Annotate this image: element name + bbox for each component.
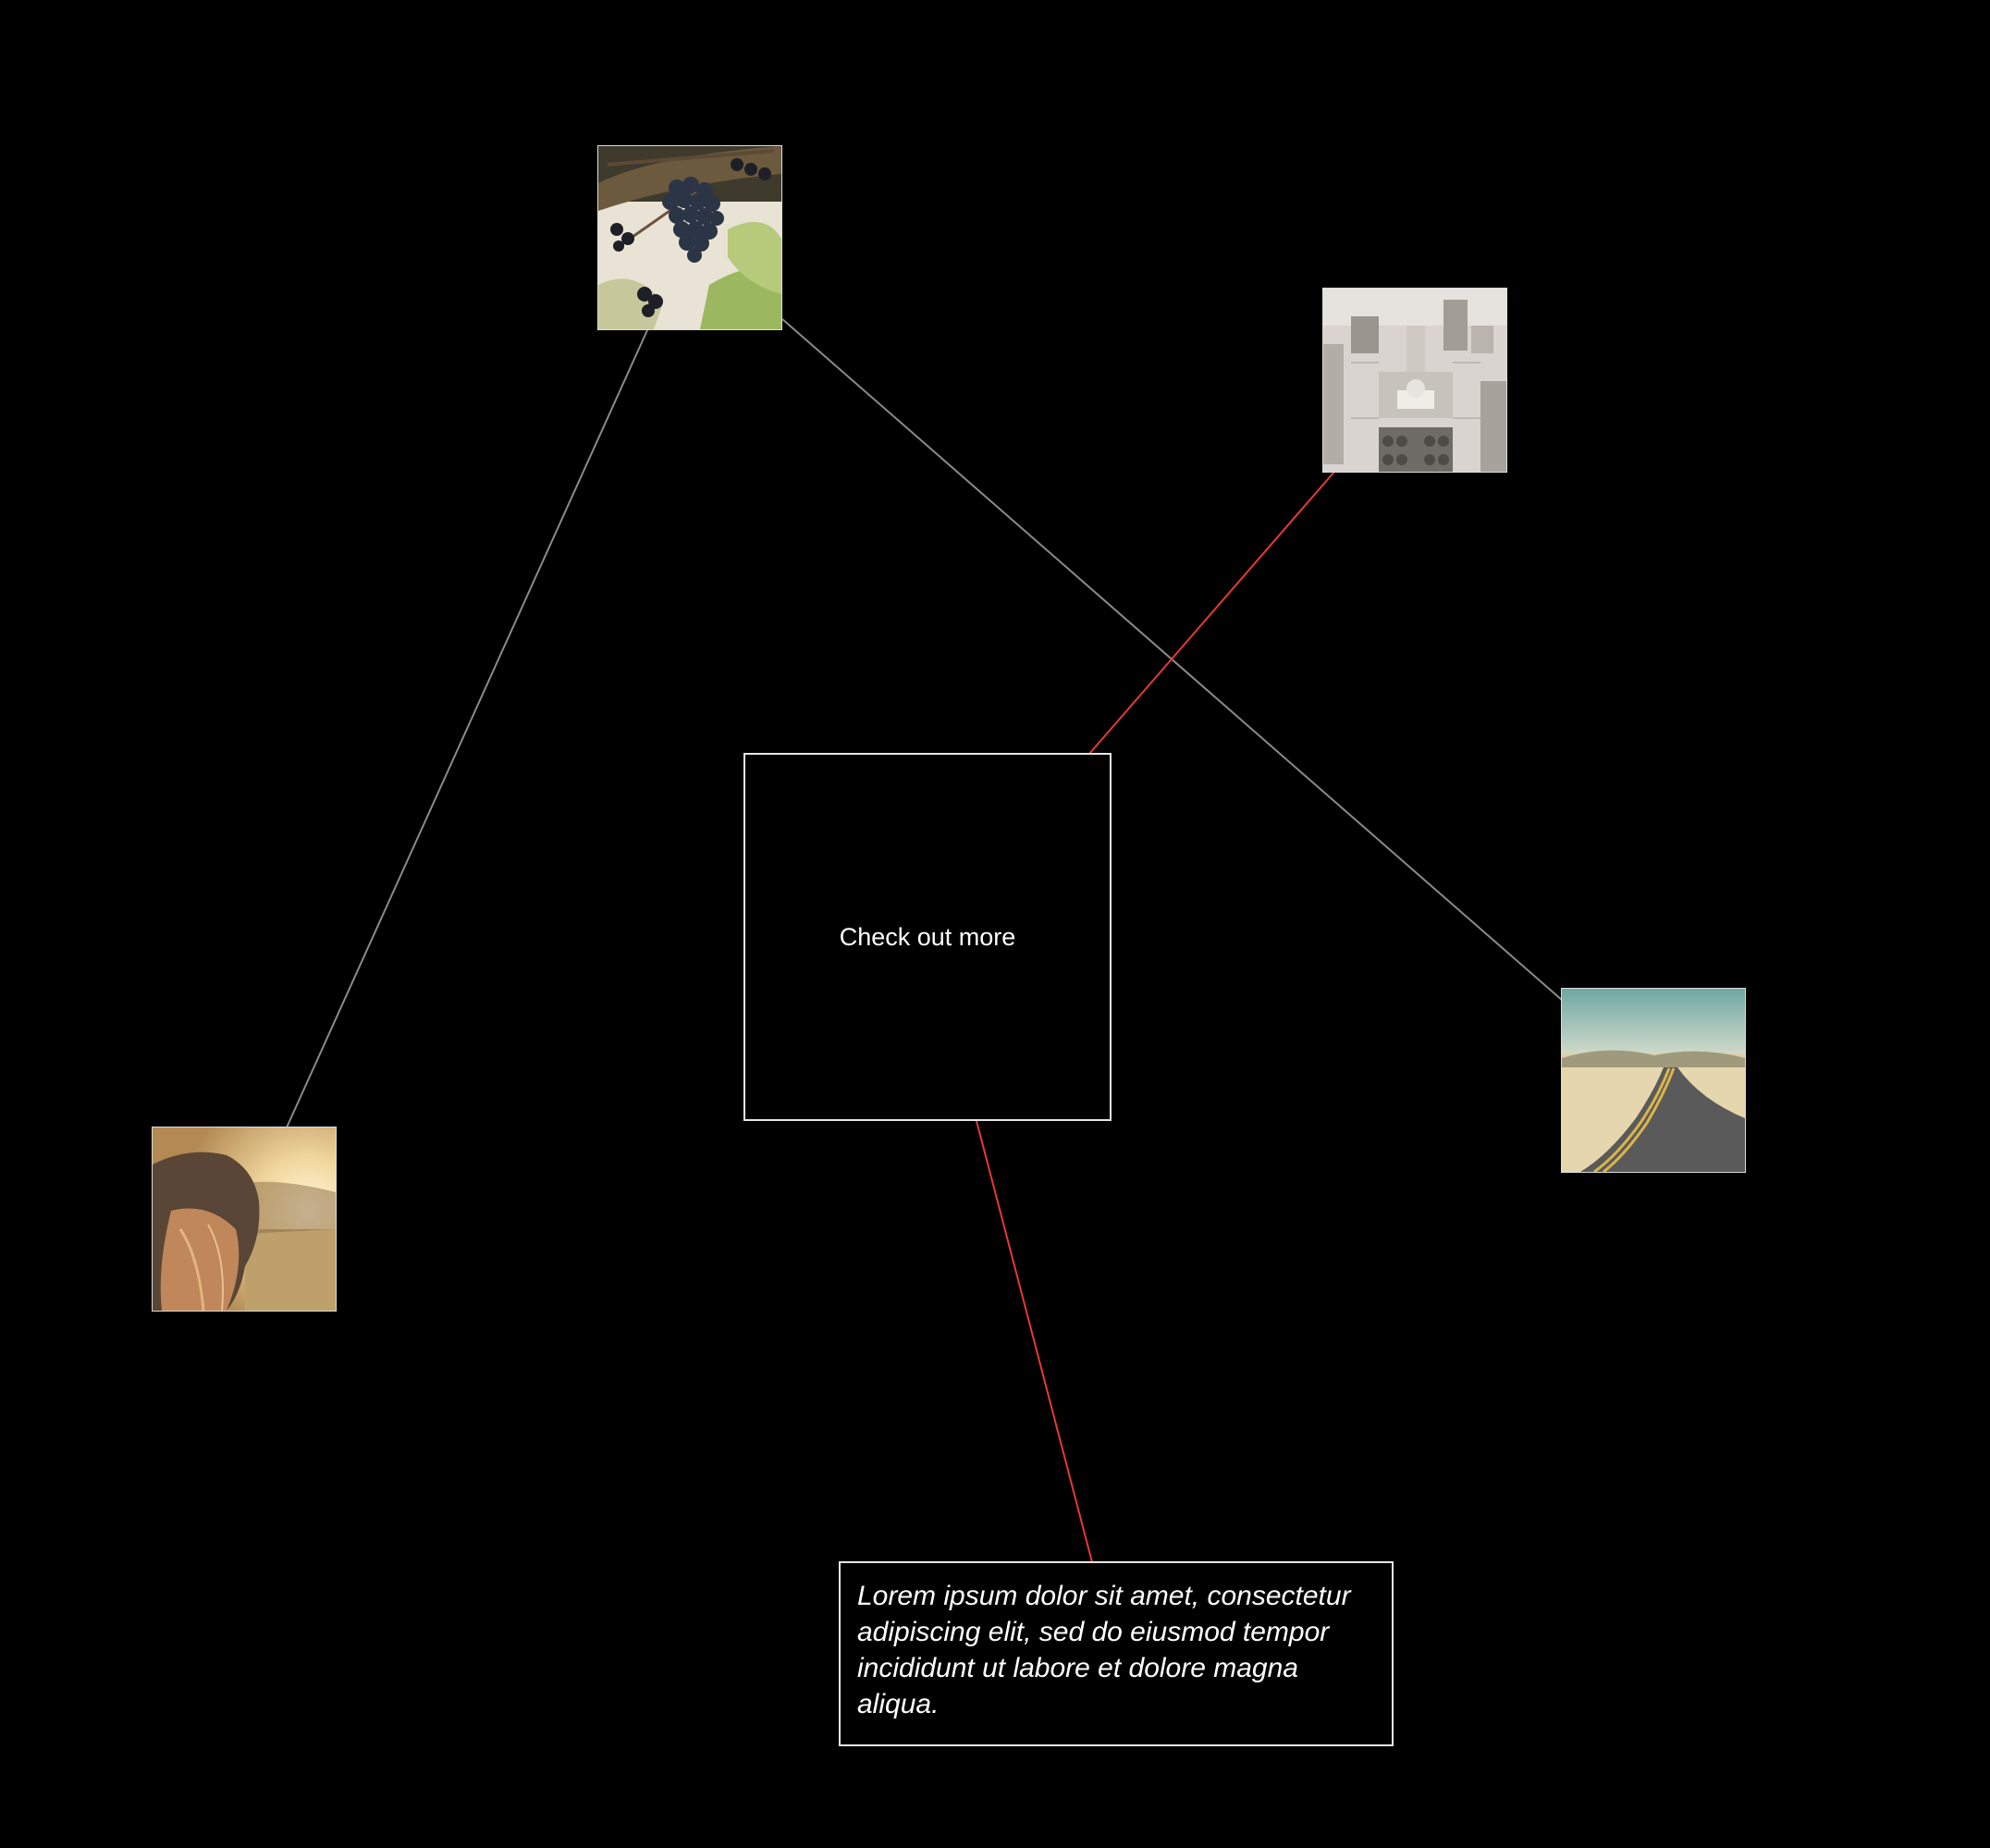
check-out-more-label: Check out more <box>839 922 1016 951</box>
girl-thumbnail[interactable] <box>152 1127 337 1312</box>
check-out-more-button[interactable]: Check out more <box>743 753 1112 1121</box>
connector-grapes-to-girl <box>286 329 648 1128</box>
girl-in-field-photo-icon <box>153 1127 336 1311</box>
city-aerial-photo-icon <box>1323 289 1506 472</box>
road-thumbnail[interactable] <box>1561 988 1746 1173</box>
connector-grapes-to-road <box>781 318 1564 1002</box>
connector-cta-to-caption <box>976 1120 1093 1563</box>
desert-road-photo-icon <box>1562 989 1745 1172</box>
grapes-thumbnail[interactable] <box>597 145 782 330</box>
grapes-photo-icon <box>598 146 781 329</box>
connector-city-to-cta <box>1088 471 1335 755</box>
city-thumbnail[interactable] <box>1322 288 1507 473</box>
caption-text: Lorem ipsum dolor sit amet, consectetur … <box>857 1581 1351 1719</box>
caption-box: Lorem ipsum dolor sit amet, consectetur … <box>839 1561 1394 1746</box>
